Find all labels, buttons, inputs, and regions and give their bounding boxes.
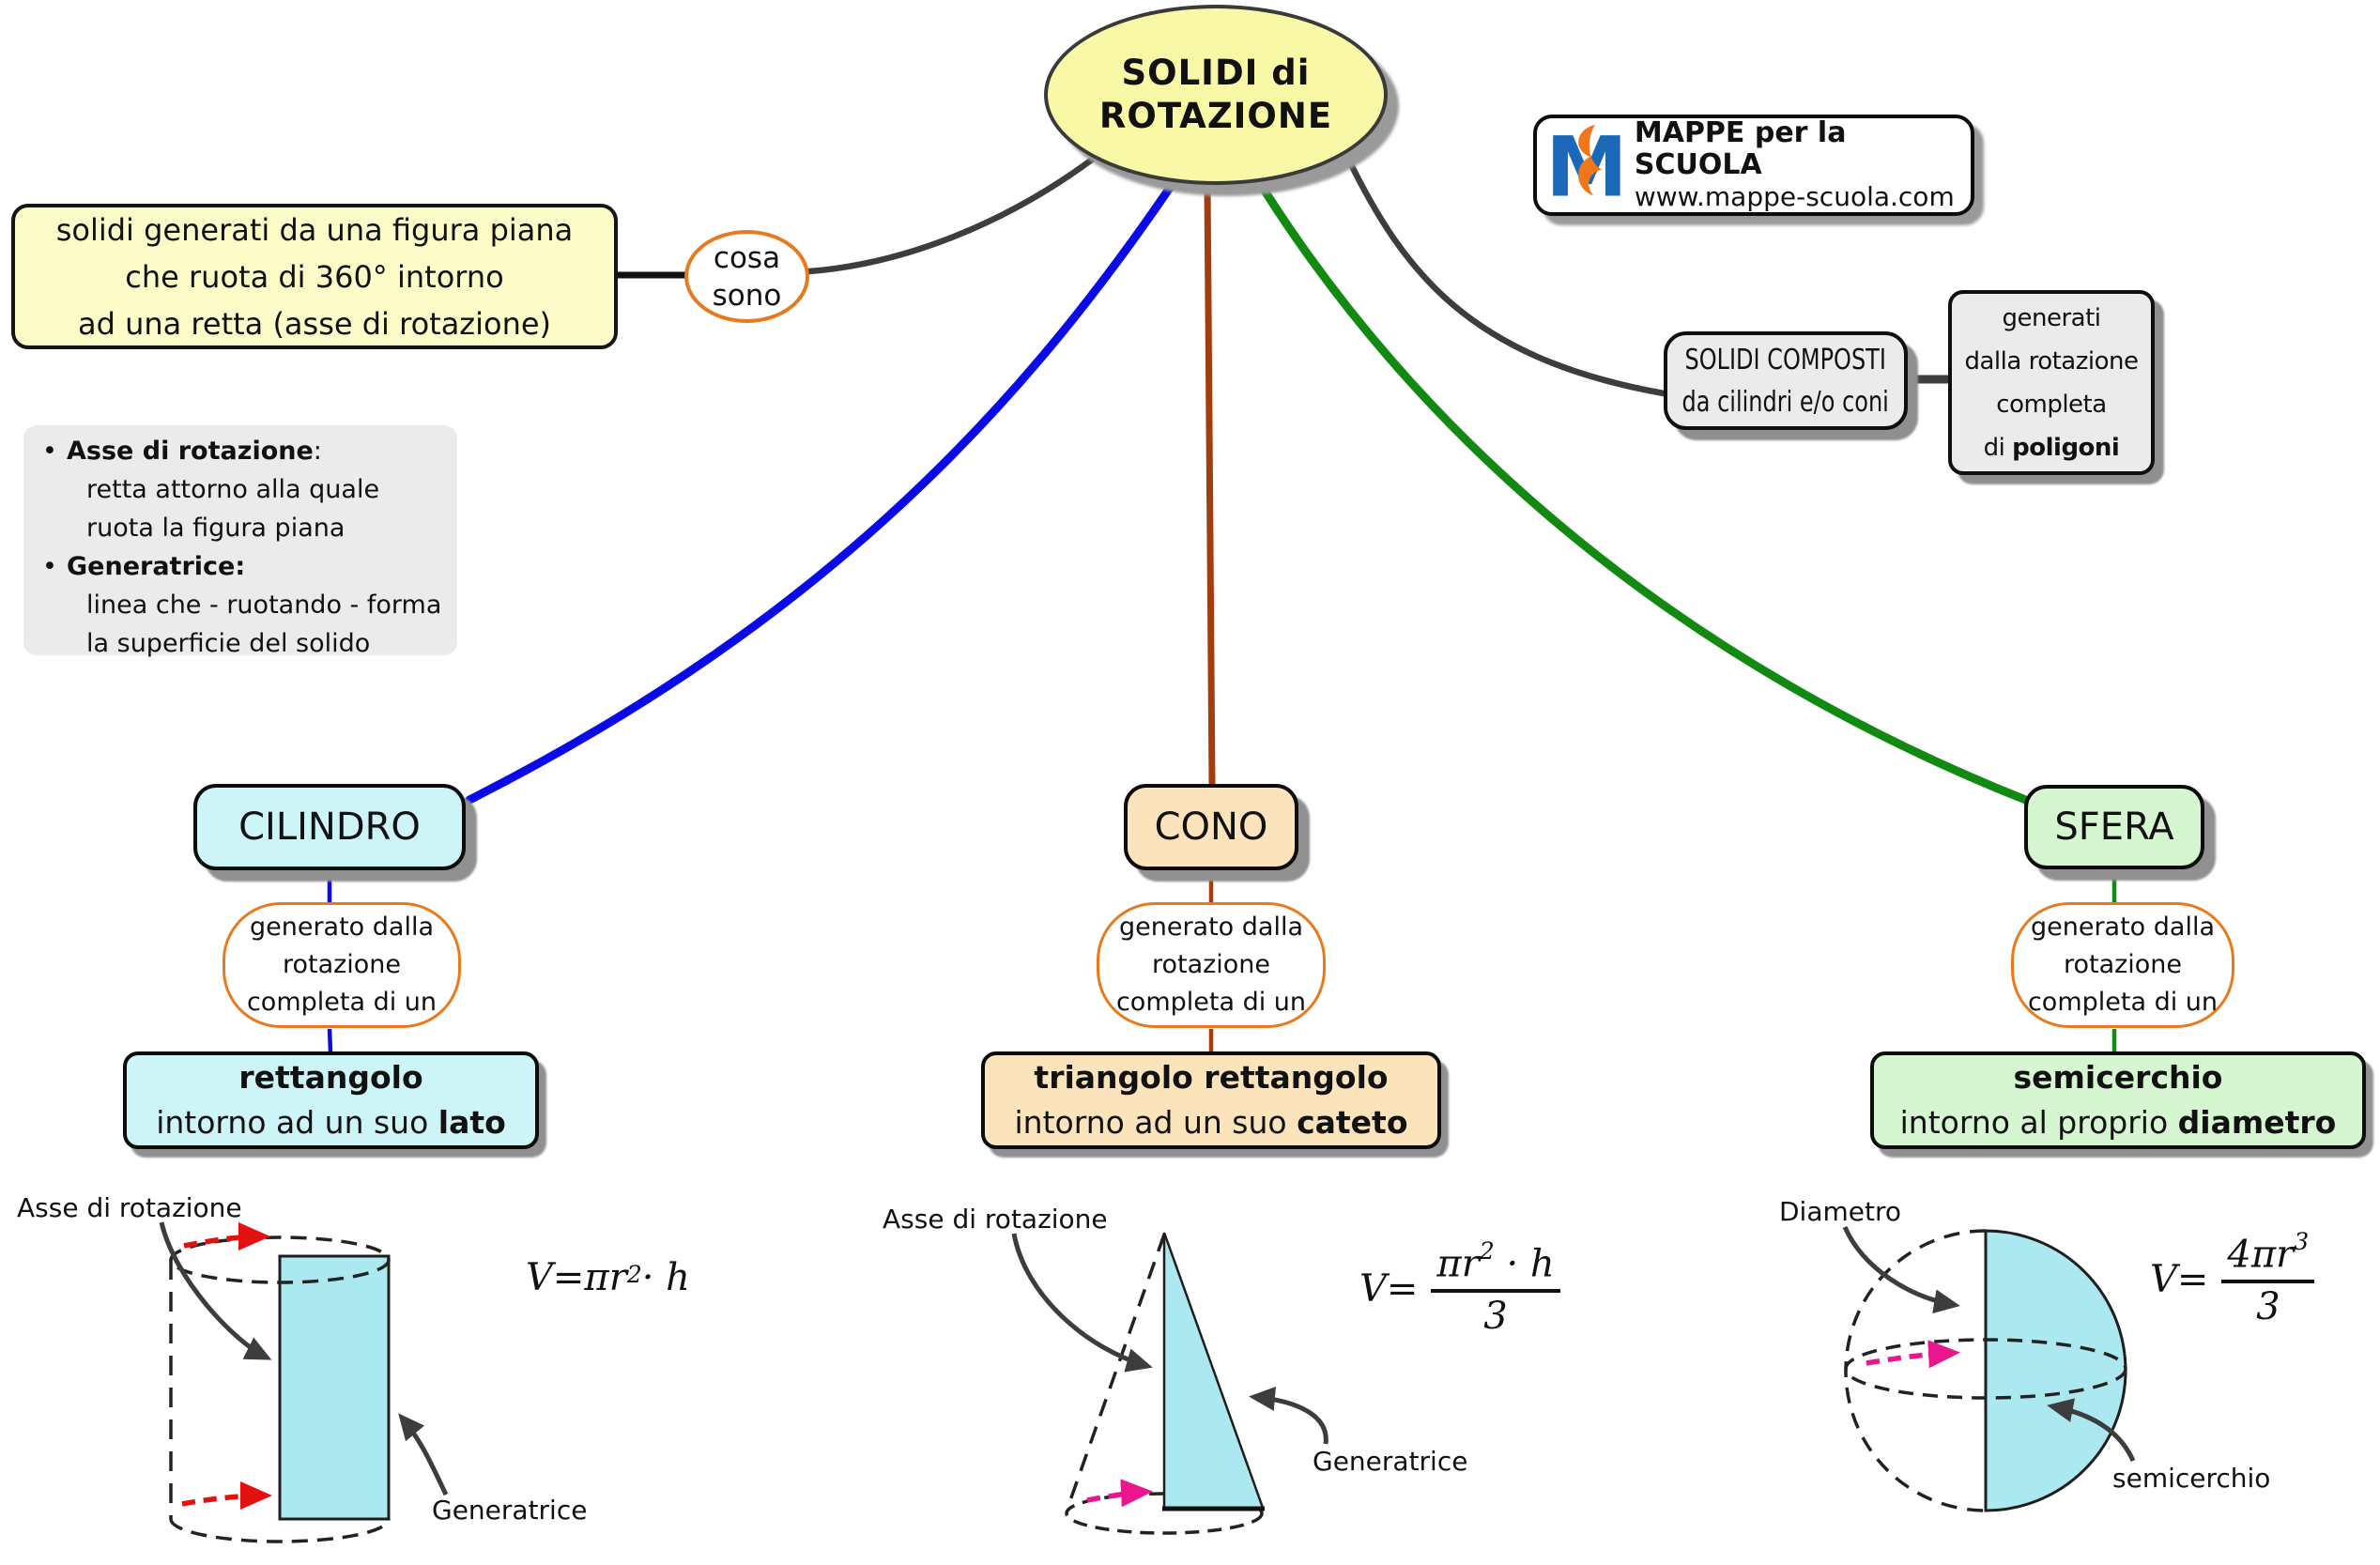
- gen-ellipse-cilindro: generato dalla rotazione completa di un: [223, 902, 461, 1028]
- diameter-pointer-arrow-icon: [1842, 1225, 1960, 1314]
- definition-box: solidi generati da una figura piana che …: [11, 204, 618, 349]
- root-title-line1: SOLIDI di: [1121, 53, 1311, 93]
- sphere-semicircle-label: semicerchio: [2112, 1463, 2271, 1494]
- poligoni-line: completa: [1996, 390, 2107, 419]
- cosa-sono-line: cosa: [713, 240, 781, 275]
- edge-root-solidi-composti: [1344, 153, 1667, 397]
- poligoni-line: generati: [2002, 303, 2101, 332]
- cilindro-node: CILINDRO: [193, 784, 466, 870]
- composti-line: da cilindri e/o coni: [1681, 385, 1890, 419]
- edge-root-cono: [1204, 181, 1216, 789]
- bullet-icon: •: [42, 552, 57, 581]
- cone-base-ellipse: [1065, 1492, 1264, 1535]
- cylinder-diagram: [159, 1221, 449, 1543]
- logo-url: www.mappe-scuola.com: [1634, 181, 1955, 212]
- definition-line: ad una retta (asse di rotazione): [77, 305, 552, 342]
- definition-line: che ruota di 360° intorno: [125, 258, 504, 295]
- rotation-arrow-sphere-icon: [1866, 1340, 1960, 1369]
- poligoni-box: generati dalla rotazione completa di pol…: [1948, 290, 2155, 475]
- cylinder-axis-label: Asse di rotazione: [17, 1192, 242, 1223]
- shape-box-semicerchio: semicerchio intorno al proprio diametro: [1870, 1051, 2366, 1149]
- glossary-def: la superficie del solido: [86, 629, 371, 658]
- cylinder-generatrix-label: Generatrice: [432, 1495, 588, 1526]
- fraction-bar: [1431, 1289, 1560, 1293]
- cone-triangle: [1162, 1232, 1265, 1510]
- cone-diagram: [1011, 1232, 1328, 1535]
- cone-volume-formula: V = πr2 · h 3: [1359, 1237, 1560, 1338]
- generatrix-pointer-arrow-icon: [1249, 1386, 1328, 1445]
- logo-swirl-icon: [1578, 124, 1603, 196]
- axis-pointer-arrow-icon: [159, 1221, 272, 1360]
- generatrix-pointer-arrow-icon: [398, 1413, 449, 1496]
- cosa-sono-line: sono: [712, 278, 782, 313]
- glossary-term1: •Asse di rotazione:: [42, 432, 457, 470]
- root-node: SOLIDI di ROTAZIONE: [1044, 5, 1388, 185]
- cosa-sono-node: cosa sono: [684, 230, 809, 323]
- edge-root-cilindro: [465, 177, 1178, 805]
- cone-generatrix-label: Generatrice: [1313, 1446, 1468, 1477]
- cylinder-bottom-arc: [169, 1518, 391, 1543]
- axis-pointer-arrow-icon: [1011, 1233, 1153, 1373]
- glossary-box: •Asse di rotazione: retta attorno alla q…: [23, 425, 457, 658]
- composti-line: SOLIDI COMPOSTI: [1684, 343, 1887, 376]
- sphere-semicircle: [1984, 1229, 2127, 1512]
- sphere-volume-formula: V = 4πr3 3: [2150, 1228, 2315, 1328]
- poligoni-line: di poligoni: [1983, 433, 2120, 462]
- root-title-line2: ROTAZIONE: [1098, 96, 1333, 136]
- definition-line: solidi generati da una figura piana: [55, 211, 574, 248]
- gen-ellipse-sfera: generato dalla rotazione completa di un: [2011, 902, 2234, 1028]
- glossary-def: retta attorno alla quale: [86, 475, 380, 504]
- edge-root-cosa-sono: [806, 156, 1096, 275]
- logo-title: MAPPE per la SCUOLA: [1634, 116, 1847, 181]
- bullet-icon: •: [42, 437, 57, 466]
- gen-ellipse-cono: generato dalla rotazione completa di un: [1097, 902, 1326, 1028]
- logo: M MAPPE per la SCUOLA www.mappe-scuola.c…: [1533, 115, 1974, 216]
- edge-root-sfera: [1253, 176, 2033, 806]
- cone-axis-label: Asse di rotazione: [883, 1204, 1108, 1235]
- shape-box-triangolo: triangolo rettangolo intorno ad un suo c…: [981, 1051, 1441, 1149]
- shape-box-rettangolo: rettangolo intorno ad un suo lato: [123, 1051, 539, 1149]
- rotation-arrow-cone-icon: [1086, 1479, 1153, 1508]
- rotation-arrow-bottom-icon: [181, 1481, 272, 1511]
- sphere-diagram: [1842, 1225, 2136, 1512]
- glossary-def: linea che - ruotando - forma: [86, 591, 442, 620]
- cono-node: CONO: [1124, 784, 1298, 870]
- glossary-term2: •Generatrice:: [42, 547, 457, 586]
- cylinder-rectangle: [278, 1254, 391, 1521]
- poligoni-line: dalla rotazione: [1964, 346, 2140, 376]
- fraction-bar: [2221, 1280, 2315, 1283]
- cone-left-side: [1067, 1234, 1166, 1504]
- glossary-def: ruota la figura piana: [86, 514, 345, 543]
- rotation-arrow-top-icon: [183, 1222, 270, 1251]
- sphere-equator-ellipse: [1844, 1338, 2127, 1400]
- solidi-composti-node: SOLIDI COMPOSTI da cilindri e/o coni: [1664, 331, 1908, 430]
- sphere-outline-dashed: [1844, 1229, 1987, 1512]
- logo-monogram-icon: M: [1545, 120, 1628, 210]
- sphere-diameter-label: Diametro: [1779, 1196, 1902, 1227]
- semicircle-pointer-arrow-icon: [2047, 1398, 2136, 1463]
- sfera-node: SFERA: [2024, 785, 2204, 869]
